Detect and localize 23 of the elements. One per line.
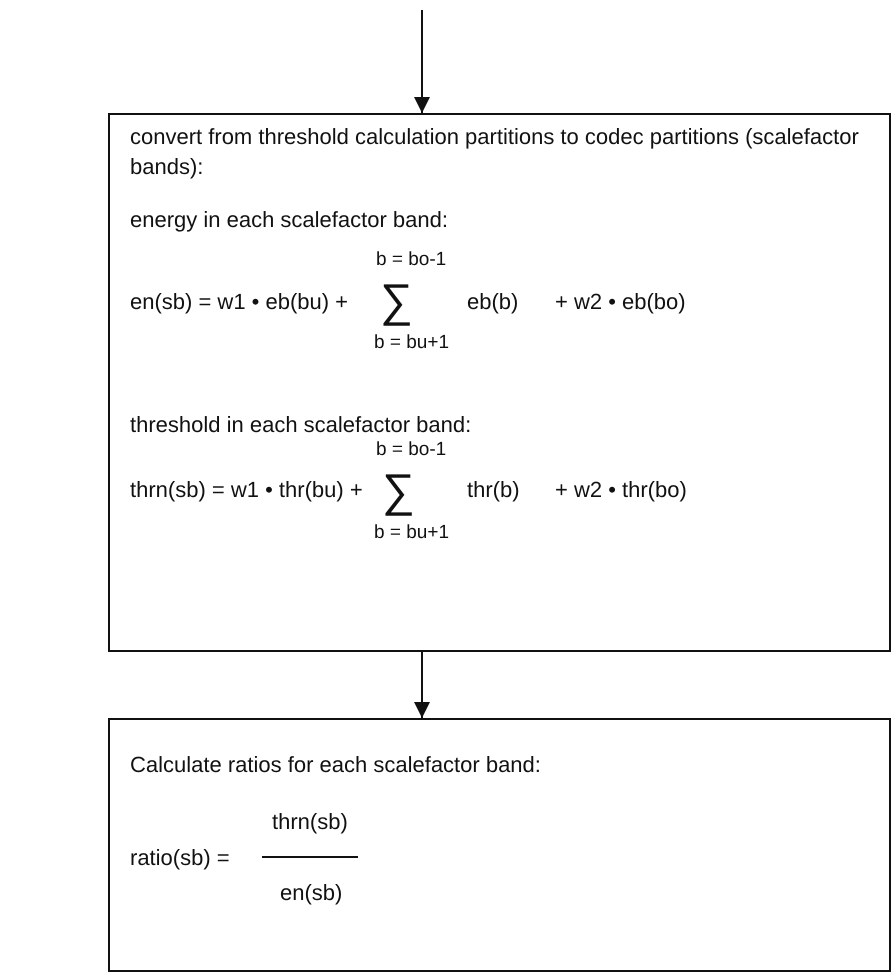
formula-text: thr(b): [467, 476, 520, 504]
sum-limit: b = bu+1: [374, 331, 450, 355]
formula-text: en(sb) = w1 • eb(bu) +: [130, 288, 348, 316]
instruction-text: energy in each scalefactor band:: [130, 206, 448, 234]
arrow: [414, 10, 430, 113]
formula-text: + w2 • thr(bo): [555, 476, 687, 504]
process-box: [108, 113, 891, 652]
instruction-text: Calculate ratios for each scalefactor band:: [130, 751, 541, 779]
numerator-text: thrn(sb): [272, 808, 348, 836]
instruction-text: threshold in each scalefactor band:: [130, 411, 472, 439]
sum-limit: b = bo-1: [376, 248, 446, 272]
process-box: [108, 718, 891, 972]
arrow: [414, 652, 430, 718]
formula-text: + w2 • eb(bo): [555, 288, 686, 316]
sum-limit: b = bu+1: [374, 521, 450, 545]
denominator-text: en(sb): [280, 879, 342, 907]
formula-text: thrn(sb) = w1 • thr(bu) +: [130, 476, 363, 504]
instruction-text: convert from threshold calculation partitions to codec partitions (scalefactor bands):: [130, 123, 860, 181]
sum-sign: ∑: [382, 466, 415, 514]
formula-text: ratio(sb) =: [130, 844, 230, 872]
formula-text: eb(b): [467, 288, 518, 316]
sum-limit: b = bo-1: [376, 438, 446, 462]
sum-sign: ∑: [380, 276, 413, 324]
